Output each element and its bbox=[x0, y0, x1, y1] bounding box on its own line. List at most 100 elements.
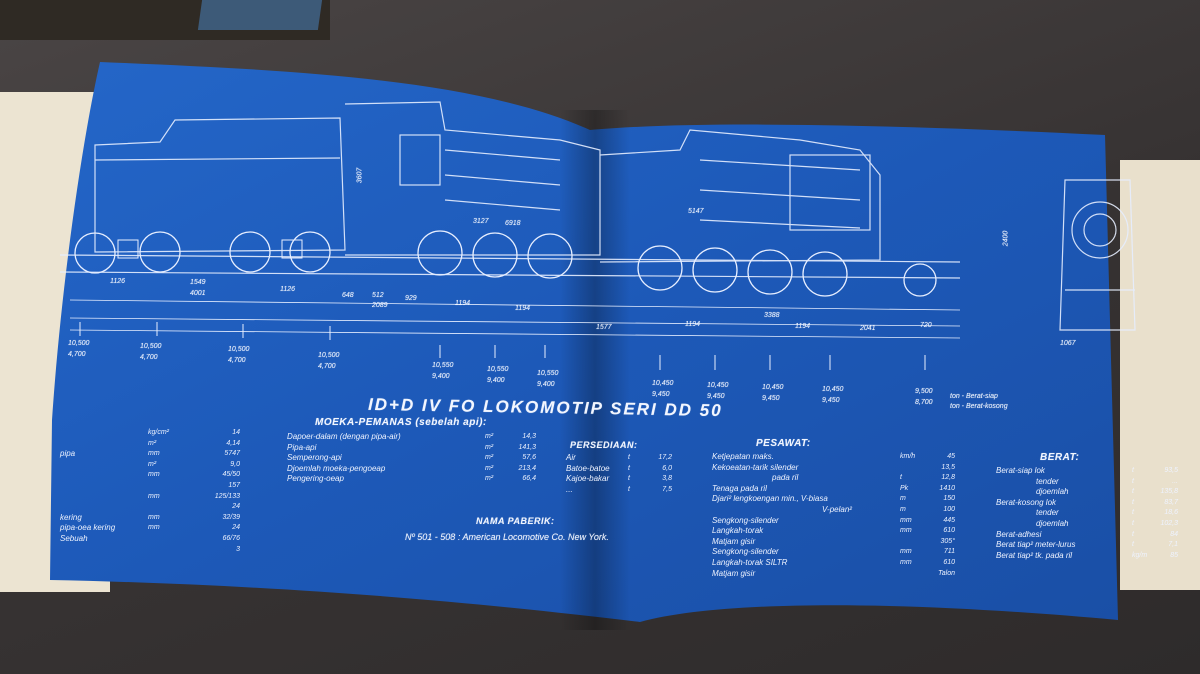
axle-load-full: 9,500 bbox=[915, 388, 933, 395]
dimension-label: 3388 bbox=[764, 312, 780, 319]
axle-load-full: 10,500 bbox=[140, 343, 162, 350]
axle-load-empty: 9,400 bbox=[537, 381, 555, 388]
dimension-label: 4001 bbox=[190, 290, 206, 297]
pesawat-unit: t bbox=[900, 474, 902, 482]
persediaan-unit: t bbox=[628, 485, 630, 493]
dimension-label: 1194 bbox=[795, 323, 811, 330]
dimension-label: 3607 bbox=[356, 167, 364, 184]
left-unit bbox=[148, 502, 169, 513]
berat-value: 18,6 bbox=[1164, 509, 1178, 517]
left-value: 9,0 bbox=[230, 460, 240, 468]
berat-values: 93,5 ... 135,8 83,7 18,6 102,3 84 7,1 85 bbox=[1150, 466, 1178, 561]
berat-value: 93,5 bbox=[1164, 467, 1178, 474]
persediaan-label: Kajoe-bakar bbox=[566, 474, 610, 484]
pesawat-value: 13,5 bbox=[941, 463, 955, 471]
pesawat-unit bbox=[900, 569, 915, 580]
berat-label: djoemlah bbox=[1036, 518, 1069, 528]
pesawat-label: Ketjepatan maks. bbox=[712, 452, 774, 461]
moeka-label: Dapoer-dalam (dengan pipa-air) bbox=[287, 432, 401, 441]
dimension-label: 1194 bbox=[515, 305, 531, 312]
left-value: 66/76 bbox=[222, 534, 240, 542]
pesawat-value: 445 bbox=[943, 516, 955, 524]
left-label bbox=[60, 545, 115, 556]
axle-load-full: 10,450 bbox=[762, 384, 784, 391]
moeka-value: 213,4 bbox=[518, 464, 536, 472]
berat-unit: t bbox=[1132, 541, 1134, 549]
dimension-label: 648 bbox=[342, 292, 354, 299]
persediaan-label: Batoe-batoe bbox=[566, 463, 610, 473]
axle-load-full: 10,550 bbox=[432, 362, 454, 369]
pesawat-label: Matjam gisir bbox=[712, 568, 756, 578]
berat-label: Berat-siap lok bbox=[996, 466, 1045, 475]
axle-legend-kosong: ton - Berat-kosong bbox=[950, 403, 1008, 410]
left-value: 4,14 bbox=[226, 439, 240, 447]
moeka-unit: m² bbox=[485, 464, 494, 472]
dimension-label: 1194 bbox=[685, 321, 701, 328]
berat-unit: t bbox=[1132, 488, 1134, 496]
axle-legend-siap: ton - Berat-siap bbox=[950, 393, 998, 400]
dimension-label: 1194 bbox=[455, 300, 471, 307]
pesawat-unit: km/h bbox=[900, 453, 916, 460]
pesawat-units: km/h t Pk m m mm mm mm mm bbox=[900, 452, 915, 579]
berat-unit: t bbox=[1132, 509, 1134, 517]
persediaan-label: Air bbox=[566, 453, 576, 462]
axle-load-full: 10,500 bbox=[68, 340, 90, 347]
dimension-lines bbox=[69, 299, 961, 339]
pesawat-value: 1410 bbox=[939, 484, 955, 492]
left-label: pipa bbox=[60, 449, 76, 459]
moeka-unit: m² bbox=[485, 433, 494, 440]
persediaan-unit: t bbox=[628, 454, 630, 461]
dimension-label: 6918 bbox=[505, 220, 521, 227]
dimension-label: 1126 bbox=[110, 278, 126, 285]
axle-load-full: 10,500 bbox=[318, 352, 340, 359]
axle-load-empty: 4,700 bbox=[68, 351, 86, 358]
moeka-unit: m² bbox=[485, 475, 494, 483]
dimension-label: 1549 bbox=[190, 279, 206, 286]
persediaan-labels: Air Batoe-batoe Kajoe-bakar ... bbox=[566, 453, 610, 495]
left-unit: mm bbox=[148, 492, 160, 500]
left-value: 14 bbox=[232, 429, 240, 436]
berat-label: djoemlah bbox=[1036, 487, 1069, 497]
axle-load-full: 10,450 bbox=[652, 380, 674, 387]
pesawat-value: 100 bbox=[943, 505, 955, 513]
dimension-label: 2041 bbox=[860, 325, 876, 332]
dimension-label: 3127 bbox=[473, 218, 489, 225]
left-label: kering bbox=[60, 512, 82, 522]
axle-load-empty: 9,450 bbox=[822, 397, 840, 404]
berat-label: Berat tiap² tk. pada ril bbox=[996, 550, 1073, 560]
dimension-label: 2400 bbox=[1002, 230, 1010, 247]
left-unit: mm bbox=[148, 450, 160, 458]
pesawat-label: Langkah-torak SILTR bbox=[712, 557, 788, 567]
moeka-pemanas-heading: MOEKA-PEMANAS (sebelah api): bbox=[315, 417, 487, 428]
berat-unit: t bbox=[1132, 498, 1134, 506]
persediaan-unit: t bbox=[628, 464, 630, 472]
dimension-label: 512 bbox=[372, 292, 384, 299]
berat-label: tender bbox=[1036, 508, 1059, 518]
left-unit bbox=[148, 545, 169, 556]
berat-unit: t bbox=[1132, 477, 1134, 485]
axle-load-empty: 8,700 bbox=[915, 399, 933, 406]
axle-load-empty: 9,400 bbox=[432, 373, 450, 380]
moeka-value: 66,4 bbox=[522, 475, 536, 483]
left-unit bbox=[148, 534, 169, 545]
left-label bbox=[60, 492, 115, 503]
axle-load-empty: 4,700 bbox=[228, 357, 246, 364]
pesawat-value: 610 bbox=[943, 527, 955, 535]
pesawat-value: 12,8 bbox=[941, 474, 955, 482]
moeka-pemanas-units: m² m² m² m² m² bbox=[485, 432, 493, 485]
left-label bbox=[60, 470, 115, 481]
moeka-label: Pipa-api bbox=[287, 442, 317, 452]
axle-load-full: 10,550 bbox=[487, 366, 509, 373]
moeka-label: Semperong-api bbox=[287, 453, 342, 463]
pesawat-label: pada ril bbox=[772, 473, 799, 483]
left-table-values: 14 4,14 5747 9,0 45/50 157 125/133 24 32… bbox=[196, 428, 240, 555]
berat-value: 102,3 bbox=[1160, 519, 1178, 527]
left-unit: kg/cm² bbox=[148, 429, 169, 436]
pesawat-label: Sengkong-silender bbox=[712, 547, 779, 557]
berat-value: 7,1 bbox=[1168, 541, 1178, 549]
left-label bbox=[60, 481, 115, 492]
dimension-label: 1126 bbox=[280, 286, 296, 293]
pesawat-value: Talon bbox=[938, 569, 955, 577]
